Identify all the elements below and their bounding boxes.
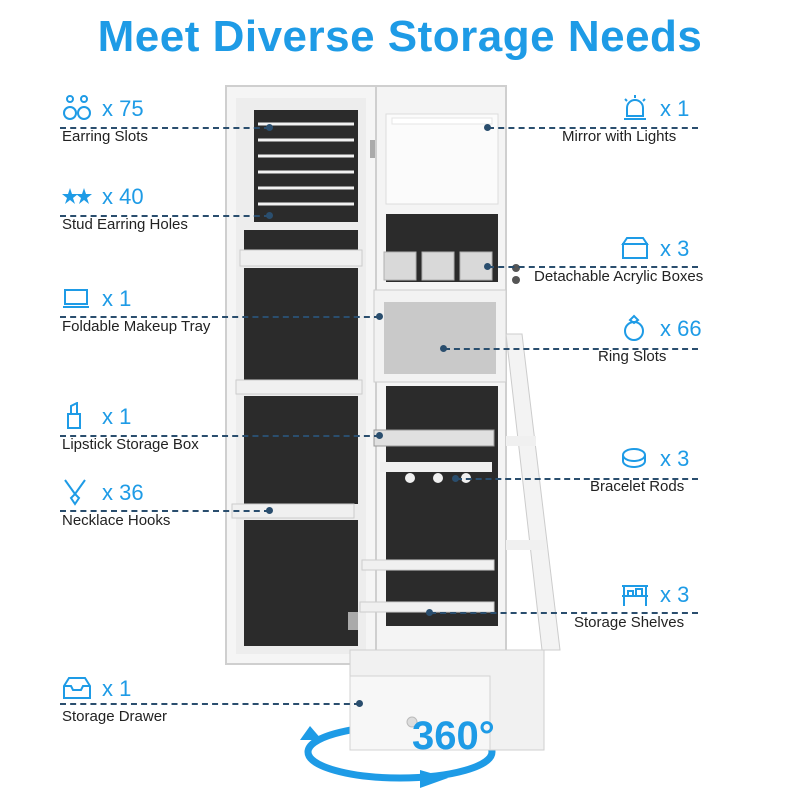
leader-necklace (60, 510, 270, 512)
leader-dot (426, 609, 433, 616)
feature-lipstick-storage-box: x 1 Lipstick Storage Box (62, 400, 199, 453)
feature-count: x 3 (660, 582, 690, 607)
leader-mirror (488, 127, 698, 129)
shelves-icon (620, 580, 654, 610)
leader-earring-slots (60, 127, 270, 129)
feature-count: x 1 (102, 676, 132, 701)
page-title: Meet Diverse Storage Needs (97, 12, 703, 61)
feature-ring-slots: x 66 Ring Slots (598, 312, 702, 365)
feature-label: Mirror with Lights (562, 128, 677, 145)
leader-lipstick (60, 435, 380, 437)
leader-dot (376, 313, 383, 320)
feature-mirror-with-lights: x 1 Mirror with Lights (562, 92, 690, 145)
lipstick-icon (62, 401, 96, 432)
leader-makeup-tray (60, 316, 380, 318)
feature-count: x 3 (660, 236, 690, 261)
feature-label: Lipstick Storage Box (62, 436, 199, 453)
feature-label: Bracelet Rods (590, 478, 685, 495)
necklace-icon (62, 478, 96, 508)
feature-count: x 75 (102, 96, 144, 121)
leader-bracelet (456, 478, 698, 480)
leader-dot (356, 700, 363, 707)
leader-dot (266, 212, 273, 219)
leader-acrylic (488, 266, 698, 268)
feature-count: x 1 (102, 404, 132, 429)
leader-dot (266, 124, 273, 131)
leader-stud-earrings (60, 215, 270, 217)
ring-icon (620, 314, 654, 344)
leader-shelves (430, 612, 698, 614)
feature-earring-slots: x 75 Earring Slots (62, 92, 148, 145)
feature-stud-earring-holes: x 40 Stud Earring Holes (62, 180, 188, 233)
feature-label: Storage Shelves (574, 614, 685, 631)
leader-ring (444, 348, 698, 350)
feature-detachable-acrylic-boxes: x 3 Detachable Acrylic Boxes (534, 232, 703, 285)
feature-count: x 3 (660, 446, 690, 471)
leader-dot (266, 507, 273, 514)
feature-storage-drawer: x 1 Storage Drawer (62, 672, 167, 725)
drawer-icon (62, 674, 96, 704)
acrylic-box-icon (620, 234, 654, 264)
feature-necklace-hooks: x 36 Necklace Hooks (62, 476, 170, 529)
feature-label: Storage Drawer (62, 708, 168, 725)
leader-dot (484, 263, 491, 270)
feature-label: Earring Slots (62, 128, 148, 145)
leader-dot (376, 432, 383, 439)
leader-dot (452, 475, 459, 482)
leader-dot (484, 124, 491, 131)
mirror-light-icon (620, 94, 654, 124)
feature-label: Necklace Hooks (62, 512, 171, 529)
feature-count: x 36 (102, 480, 144, 505)
feature-foldable-makeup-tray: x 1 Foldable Makeup Tray (62, 282, 210, 335)
stud-earring-icon (62, 182, 96, 212)
feature-label: Detachable Acrylic Boxes (534, 268, 704, 285)
leader-dot (440, 345, 447, 352)
feature-label: Foldable Makeup Tray (62, 318, 211, 335)
feature-bracelet-rods: x 3 Bracelet Rods (590, 442, 690, 495)
feature-count: x 1 (660, 96, 690, 121)
feature-count: x 1 (102, 286, 132, 311)
feature-storage-shelves: x 3 Storage Shelves (574, 578, 690, 631)
feature-count: x 40 (102, 184, 144, 209)
feature-count: x 66 (660, 316, 702, 341)
makeup-tray-icon (62, 284, 96, 314)
earring-icon (62, 94, 96, 124)
leader-drawer (60, 703, 360, 705)
rotation-label: 360° (412, 714, 495, 758)
bracelet-icon (620, 444, 654, 474)
feature-label: Ring Slots (598, 348, 667, 365)
feature-label: Stud Earring Holes (62, 216, 188, 233)
